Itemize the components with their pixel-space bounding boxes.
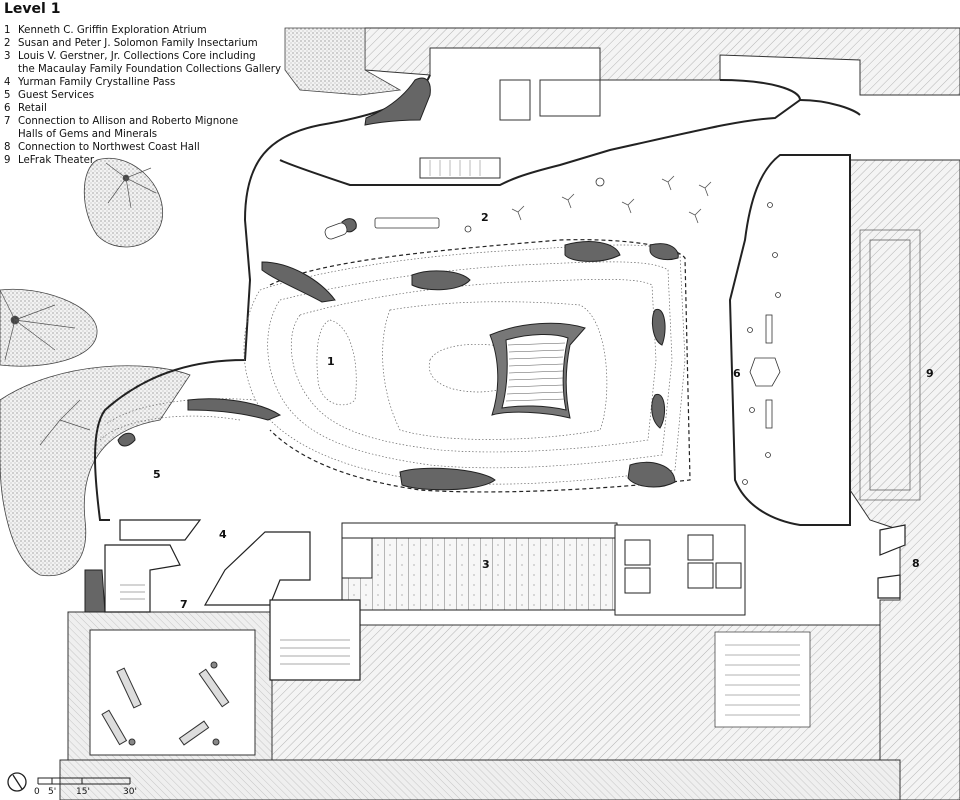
crystalline-pass [104, 519, 361, 681]
scale-tick-label: 15' [76, 787, 90, 797]
retail-fixtures [742, 202, 781, 485]
atrium-boundary [269, 239, 691, 493]
plan-label-atrium: 1 [327, 355, 335, 368]
atrium-walls [94, 74, 861, 526]
atrium-topography [99, 244, 686, 485]
plan-label-collections-core: 3 [482, 558, 490, 571]
central-stair [489, 322, 586, 419]
plan-label-gems-minerals: 7 [180, 598, 188, 611]
scale-bar [37, 777, 131, 785]
northwest-connection [877, 524, 906, 599]
scale-tick-label: 0 [34, 787, 40, 797]
plan-label-northwest-coast: 8 [912, 557, 920, 570]
plan-label-retail: 6 [733, 367, 741, 380]
plan-label-guest-services: 5 [153, 468, 161, 481]
tree-icons [0, 162, 157, 446]
scale-tick-label: 30' [123, 787, 137, 797]
north-arrow-icon [7, 772, 27, 792]
collections-core [341, 522, 746, 616]
park-landscape [0, 27, 402, 577]
scale-tick-label: 5' [48, 787, 57, 797]
insectarium-fixtures [324, 175, 712, 240]
north-corridor [419, 79, 601, 179]
legend-item-continued: Halls of Gems and Minerals [18, 129, 158, 140]
plan-label-insectarium: 2 [481, 211, 489, 224]
page-title: Level 1 [4, 1, 61, 17]
plan-label-crystalline-pass: 4 [219, 528, 227, 541]
legend-item-continued: the Macaulay Family Foundation Collectio… [18, 64, 281, 75]
theater-detail [714, 229, 921, 728]
gems-minerals-hall [89, 629, 256, 756]
plan-label-lefrak: 9 [926, 367, 934, 380]
